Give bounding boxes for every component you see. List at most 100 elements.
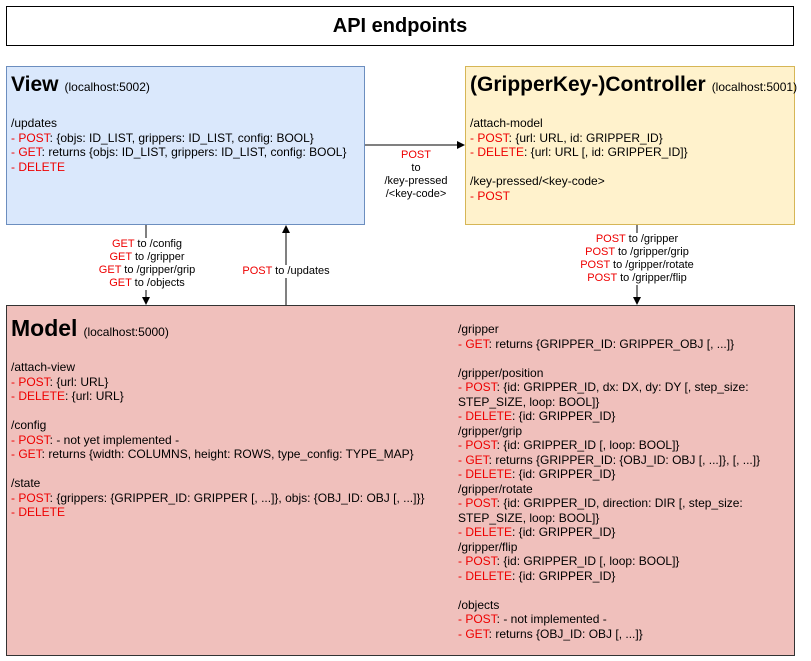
method-detail: : returns {OBJ_ID: OBJ [, ...]} (488, 626, 643, 641)
http-method: - POST (458, 612, 497, 626)
model-node: Model(localhost:5000) /attach-view- POST… (6, 305, 795, 656)
endpoint-line: /state (11, 476, 424, 491)
method-detail: to /objects (131, 277, 185, 289)
http-method: POST (401, 149, 431, 161)
route-path: /gripper (458, 322, 499, 336)
edge-label-line: /key-pressed (376, 175, 456, 188)
http-method: - DELETE (458, 409, 513, 423)
route-path: /attach-view (11, 360, 76, 374)
controller-endpoints: /attach-model- POST: {url: URL, id: GRIP… (470, 116, 688, 203)
endpoint-line: - DELETE: {url: URL} (11, 389, 424, 404)
method-detail: /key-pressed (384, 175, 448, 187)
method-detail: : {id: GRIPPER_ID, direction: DIR [, ste… (496, 496, 743, 510)
method-detail: : returns {GRIPPER_ID: GRIPPER_OBJ [, ..… (488, 336, 735, 351)
http-method: - POST (458, 496, 497, 510)
route-path: /gripper/flip (458, 539, 518, 554)
edge-label-line: GET to /gripper/grip (92, 264, 202, 277)
endpoint-line: - GET: returns {objs: ID_LIST, grippers:… (11, 145, 346, 160)
endpoint-line: - DELETE: {id: GRIPPER_ID} (458, 569, 760, 584)
method-detail: : {grippers: {GRIPPER_ID: GRIPPER [, ...… (49, 490, 425, 505)
http-method: POST (587, 272, 618, 284)
http-method: - DELETE (458, 467, 513, 481)
method-detail: : {url: URL, id: GRIPPER_ID} (508, 130, 663, 145)
endpoint-line: - GET: returns {GRIPPER_ID: {OBJ_ID: OBJ… (458, 453, 760, 468)
route-path: /config (11, 418, 47, 432)
route-path: STEP_SIZE, loop: BOOL]} (458, 394, 600, 409)
label-model-to-view: POST to /updates (236, 265, 336, 278)
method-detail: : returns {width: COLUMNS, height: ROWS,… (41, 447, 414, 461)
http-method: GET (109, 277, 132, 289)
controller-address: (localhost:5001) (711, 80, 798, 94)
method-detail: : {id: GRIPPER_ID} (512, 525, 616, 539)
route-path: /gripper/grip (458, 423, 523, 438)
controller-node: (GripperKey-)Controller(localhost:5001) … (465, 66, 798, 225)
endpoint-line: - DELETE: {id: GRIPPER_ID} (458, 525, 760, 540)
endpoint-line: - POST: {id: GRIPPER_ID [, loop: BOOL]} (458, 438, 760, 453)
method-detail: : returns {GRIPPER_ID: {OBJ_ID: OBJ [, .… (488, 452, 761, 467)
method-detail: to /gripper (131, 251, 185, 263)
method-detail: : {id: GRIPPER_ID [, loop: BOOL]} (496, 554, 680, 568)
model-endpoints-right: /gripper- GET: returns {GRIPPER_ID: GRIP… (458, 322, 760, 641)
view-endpoints: /updates- POST: {objs: ID_LIST, grippers… (11, 116, 346, 174)
model-name: Model (11, 315, 78, 341)
http-method: - DELETE (11, 505, 66, 519)
endpoint-line: - POST: - not implemented - (458, 612, 760, 627)
method-detail: to /gripper (625, 233, 679, 245)
http-method: - GET (458, 626, 489, 641)
edge-label-line: POST to /gripper/grip (580, 246, 694, 259)
controller-name: (GripperKey-)Controller (470, 73, 706, 96)
method-detail: to /config (134, 238, 183, 250)
http-method: POST (242, 265, 273, 277)
http-method: - POST (470, 130, 509, 145)
route-path: /gripper/rotate (458, 481, 533, 496)
view-header: View(localhost:5002) (11, 73, 150, 97)
endpoint-line: - DELETE: {url: URL [, id: GRIPPER_ID]} (470, 145, 688, 160)
method-detail: : {id: GRIPPER_ID} (512, 568, 616, 583)
http-method: - DELETE (11, 159, 66, 174)
endpoint-line: - GET: returns {GRIPPER_ID: GRIPPER_OBJ … (458, 337, 760, 352)
route-path: /gripper/position (458, 365, 544, 380)
endpoint-line: - POST (470, 189, 688, 204)
endpoint-line: - POST: {url: URL, id: GRIPPER_ID} (470, 131, 688, 146)
http-method: GET (109, 251, 132, 263)
diagram-title: API endpoints (6, 6, 794, 46)
endpoint-line: /key-pressed/<key-code> (470, 174, 688, 189)
http-method: GET (111, 238, 135, 250)
endpoint-line: - POST: {id: GRIPPER_ID [, loop: BOOL]} (458, 554, 760, 569)
http-method: - POST (470, 188, 511, 203)
http-method: - DELETE (470, 145, 525, 159)
method-detail: : - not implemented - (496, 612, 607, 626)
http-method: POST (585, 246, 615, 258)
edge-label-line: GET to /objects (92, 277, 202, 290)
endpoint-line: /updates (11, 116, 346, 131)
endpoint-line: STEP_SIZE, loop: BOOL]} (458, 511, 760, 526)
method-detail: to /gripper/grip (614, 246, 689, 258)
route-path: /key-pressed/<key-code> (470, 174, 605, 188)
method-detail: to /gripper/rotate (609, 259, 694, 271)
http-method: - DELETE (11, 389, 66, 403)
method-detail: : - not yet implemented - (49, 432, 180, 447)
endpoint-line: - POST: {url: URL} (11, 375, 424, 390)
http-method: - DELETE (458, 568, 513, 583)
model-header: Model(localhost:5000) (11, 315, 169, 342)
edge-label-line: POST to /gripper/flip (580, 272, 694, 285)
route-path: /state (11, 476, 41, 490)
http-method: - GET (11, 447, 42, 461)
endpoint-line: - POST: {objs: ID_LIST, grippers: ID_LIS… (11, 131, 346, 146)
endpoint-line: /attach-model (470, 116, 688, 131)
edge-label-line: POST to /gripper/rotate (580, 259, 694, 272)
edge-label-line: POST to /gripper (580, 233, 694, 246)
edge-label-line: POST to /updates (236, 265, 336, 278)
route-path: /objects (458, 597, 500, 612)
http-method: - POST (458, 554, 497, 568)
endpoint-line: /attach-view (11, 360, 424, 375)
model-endpoints-left: /attach-view- POST: {url: URL}- DELETE: … (11, 360, 424, 520)
route-path: STEP_SIZE, loop: BOOL]} (458, 510, 600, 525)
endpoint-line: - GET: returns {width: COLUMNS, height: … (11, 447, 424, 462)
http-method: GET (98, 264, 122, 276)
method-detail: to (411, 162, 421, 174)
